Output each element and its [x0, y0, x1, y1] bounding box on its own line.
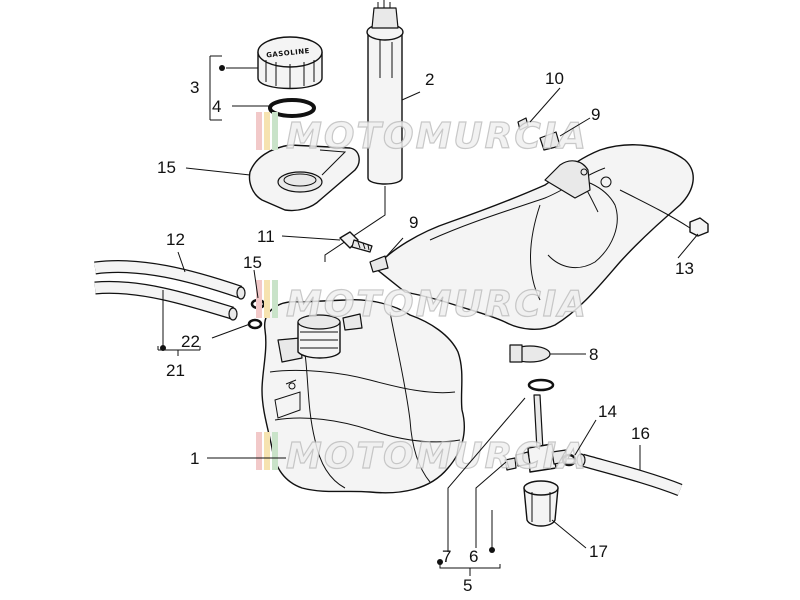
callout-7: 7 [442, 547, 451, 566]
callout-21: 21 [166, 361, 185, 380]
watermark-logo: MOTOMURCIA [256, 112, 588, 158]
fuel-cap-part: GASOLINE [257, 36, 323, 90]
callout-12: 12 [166, 230, 185, 249]
callout-5: 5 [463, 576, 472, 595]
callout-10: 10 [545, 69, 564, 88]
fuel-gauge-sender-part [324, 0, 404, 262]
filter-holder-part [523, 480, 559, 527]
hose-clip-part [561, 453, 577, 467]
band-clamp-part [509, 344, 551, 363]
callout-8: 8 [589, 345, 598, 364]
callout-16: 16 [631, 424, 650, 443]
callout-numbers: 2 3 4 15 11 10 9 9 13 12 15 22 21 8 14 1… [157, 69, 694, 595]
leader-lines [157, 55, 699, 576]
callout-15-top: 15 [157, 158, 176, 177]
tap-screw-part [504, 457, 517, 471]
seal-ring-part [527, 378, 555, 392]
frame-body-part [374, 144, 694, 330]
hose-clip-part [247, 318, 263, 330]
callout-22: 22 [181, 332, 200, 351]
watermark-logo: MOTOMURCIA [256, 432, 588, 478]
callout-6: 6 [469, 547, 478, 566]
splash-tray-part [248, 144, 360, 212]
callout-9-left: 9 [409, 213, 418, 232]
watermark-text: MOTOMURCIA [286, 116, 588, 157]
watermark-text: MOTOMURCIA [286, 284, 588, 325]
callout-14: 14 [598, 402, 617, 421]
callout-4: 4 [212, 97, 221, 116]
nut-part [689, 217, 709, 237]
callout-13: 13 [675, 259, 694, 278]
screw-part [339, 231, 373, 253]
leader-dots [160, 65, 495, 565]
filler-neck-part [297, 313, 363, 359]
fuel-hose-part [576, 453, 683, 497]
o-ring-part [268, 98, 316, 118]
clip-plate-part [369, 255, 389, 273]
clip-plate-part [539, 131, 561, 151]
watermark-text: MOTOMURCIA [286, 436, 588, 477]
callout-1: 1 [190, 449, 199, 468]
callout-11: 11 [257, 227, 275, 246]
callout-17: 17 [589, 542, 608, 561]
callout-2: 2 [425, 70, 434, 89]
breather-hoses-part [94, 260, 246, 321]
callout-3: 3 [190, 78, 199, 97]
callout-9-right: 9 [591, 105, 600, 124]
callout-15-mid: 15 [243, 253, 262, 272]
small-clip-part [517, 117, 529, 131]
watermark-logo: MOTOMURCIA [256, 280, 588, 326]
